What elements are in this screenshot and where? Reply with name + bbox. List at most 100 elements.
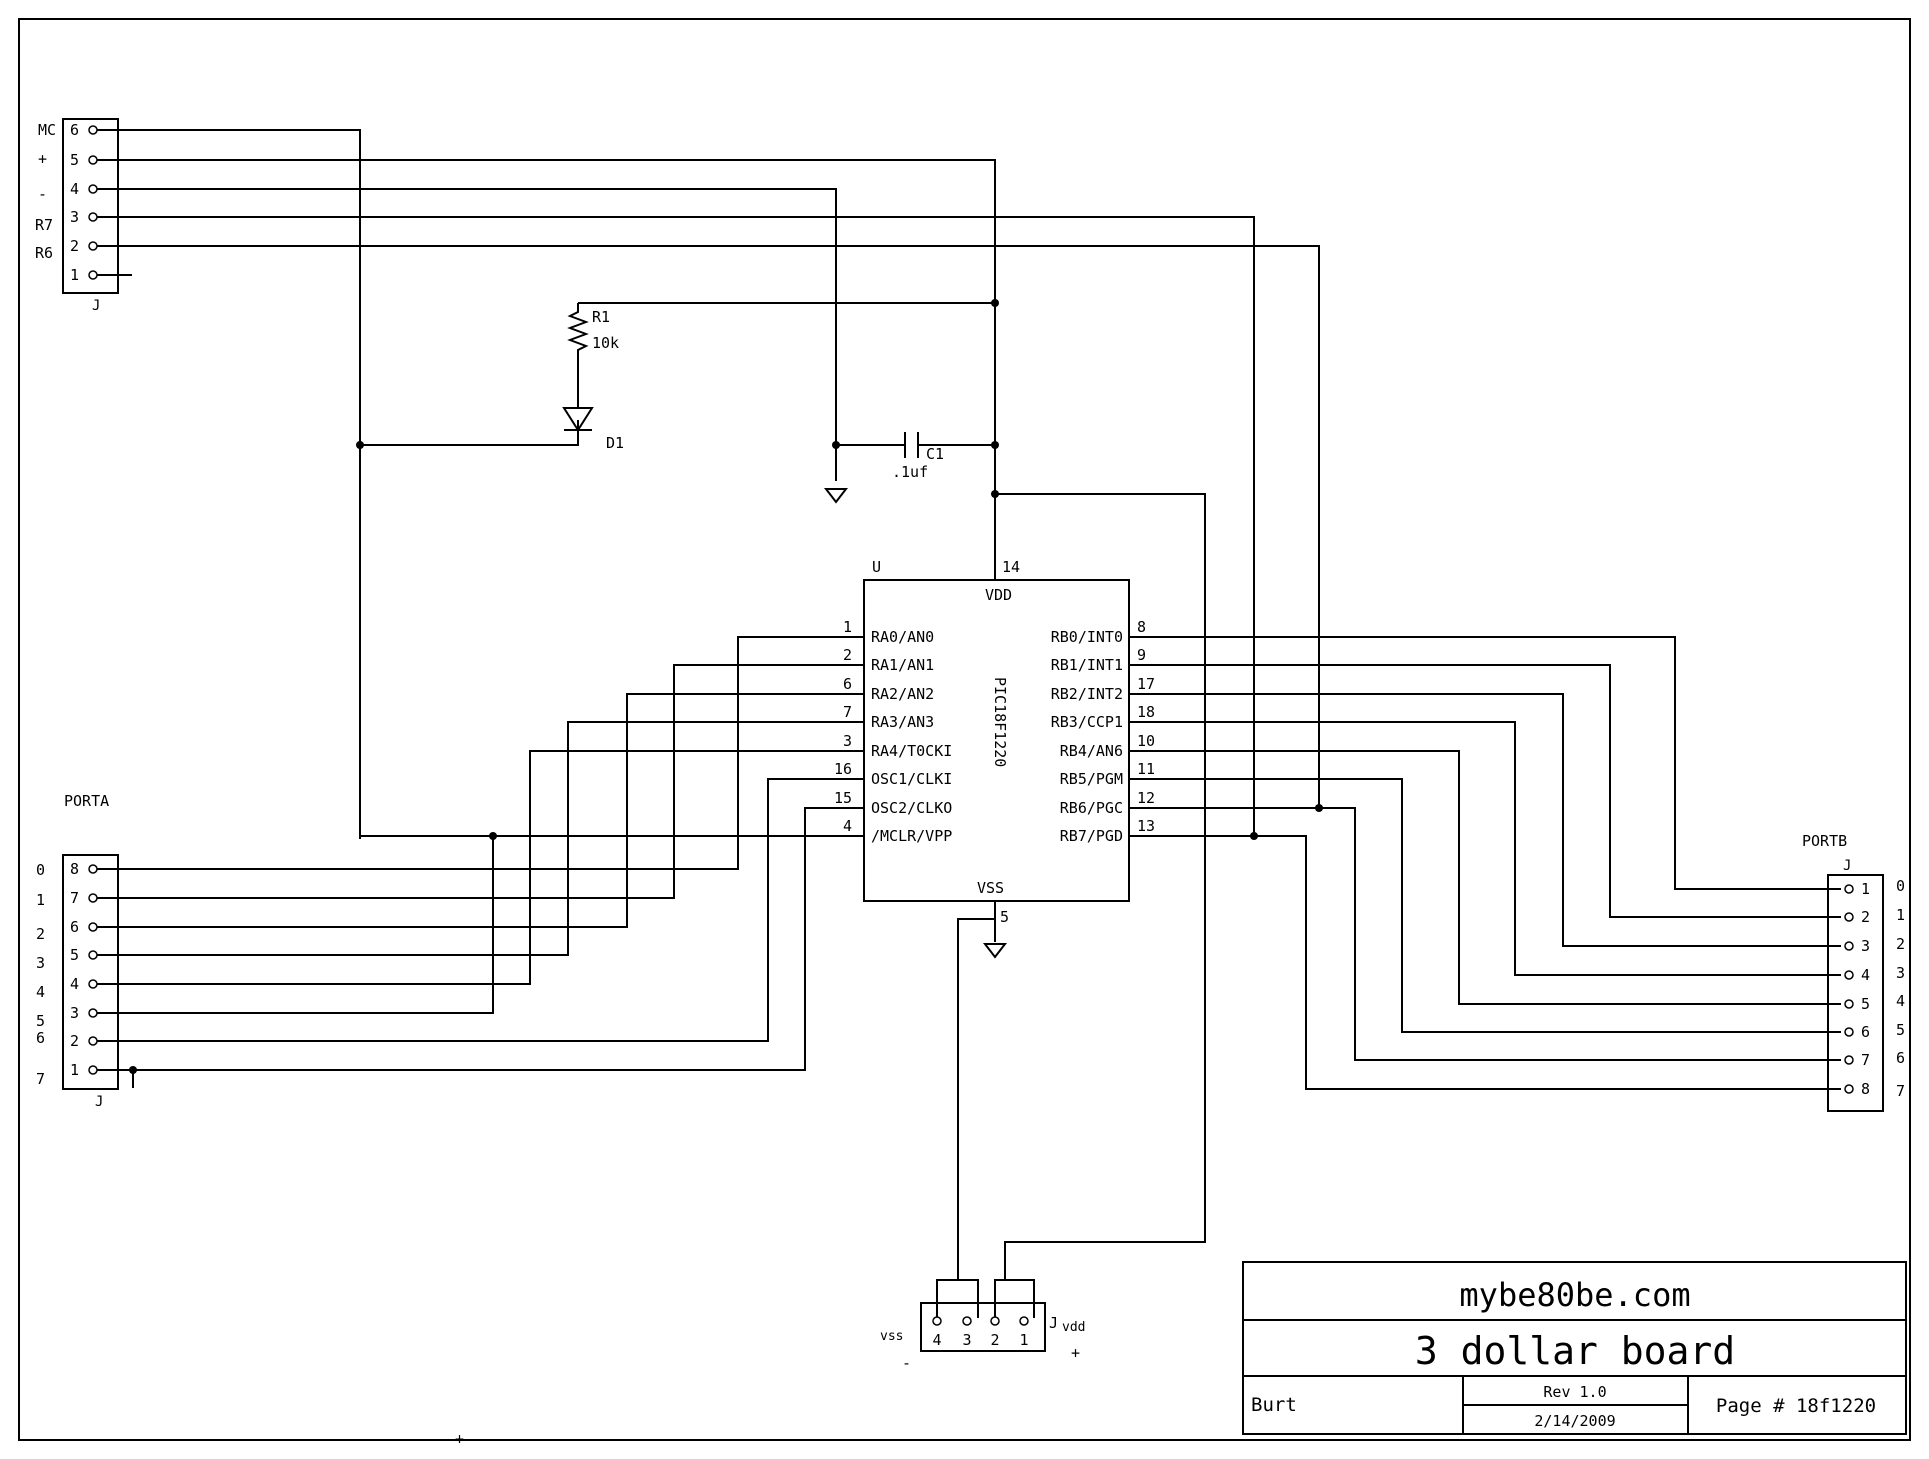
porta-bit-label: 2 <box>36 925 45 943</box>
ic-left-pin-number: 16 <box>834 760 852 778</box>
r1-resistor: R1 10k <box>567 303 619 408</box>
ic-right-pin-number: 17 <box>1137 675 1155 693</box>
ic-left-pin-name: RA0/AN0 <box>871 628 934 646</box>
portb-connector-ref: J <box>1843 858 1851 874</box>
top-wires <box>97 129 1320 1280</box>
ic-right-pin-name: RB3/CCP1 <box>1051 713 1123 731</box>
mc-pin-number: 6 <box>70 121 79 139</box>
ic-right-pin-number: 13 <box>1137 817 1155 835</box>
r1-value: 10k <box>592 334 619 352</box>
ic-right-pin-stubs <box>1129 636 1165 837</box>
vdd-pin-number: 14 <box>1002 558 1020 576</box>
portb-pin-number: 7 <box>1861 1051 1870 1069</box>
ic-left-pin-number: 6 <box>843 675 852 693</box>
power-plus-label: + <box>1071 1344 1080 1362</box>
porta-pin-number: 3 <box>70 1004 79 1022</box>
power-pin-number: 4 <box>932 1331 941 1349</box>
portb-bit-label: 7 <box>1896 1082 1905 1100</box>
portb-bit-label: 6 <box>1896 1049 1905 1067</box>
portb-bit-label: 5 <box>1896 1021 1905 1039</box>
r1-ref: R1 <box>592 308 610 326</box>
portb-bit-label: 2 <box>1896 935 1905 953</box>
junction-dots <box>129 299 1323 1074</box>
ic-ref: U <box>872 558 881 576</box>
porta-pin-number: 5 <box>70 946 79 964</box>
title-block-date: 2/14/2009 <box>1534 1412 1615 1430</box>
power-vss-label: vss <box>880 1329 903 1344</box>
portb-bit-label: 1 <box>1896 906 1905 924</box>
porta-pin-number: 2 <box>70 1032 79 1050</box>
c1-capacitor: C1 .1uf <box>892 432 944 481</box>
porta-bit-label: 0 <box>36 861 45 879</box>
mc-pin-number: 5 <box>70 151 79 169</box>
porta-bit-label: 6 <box>36 1029 45 1047</box>
porta-pin-number: 1 <box>70 1061 79 1079</box>
title-block-author: Burt <box>1251 1394 1297 1416</box>
ic-left-pin-number: 3 <box>843 732 852 750</box>
ic-left-pin-number: 15 <box>834 789 852 807</box>
portb-pin-number: 8 <box>1861 1080 1870 1098</box>
portb-pin-number: 3 <box>1861 937 1870 955</box>
porta-wires <box>97 636 828 1088</box>
title-block: mybe80be.com 3 dollar board Burt Rev 1.0… <box>1242 1261 1907 1435</box>
porta-bit-label: 4 <box>36 983 45 1001</box>
ic-left-pin-name: OSC2/CLKO <box>871 799 952 817</box>
portb-connector: PORTB J 1 2 3 4 5 6 7 8 0 1 2 3 4 5 6 7 <box>1802 832 1905 1112</box>
portb-bit-label: 4 <box>1896 992 1905 1010</box>
mc-signal-label: + <box>38 150 47 168</box>
portb-bit-label: 0 <box>1896 877 1905 895</box>
sheet-border <box>18 18 1911 1441</box>
vss-label: VSS <box>977 879 1004 897</box>
ic-right-pin-name: RB7/PGD <box>1060 827 1123 845</box>
porta-bit-label: 5 <box>36 1012 45 1030</box>
ic-left-pin-name: RA1/AN1 <box>871 656 934 674</box>
portb-pin-number: 6 <box>1861 1023 1870 1041</box>
ic-right-pin-name: RB1/INT1 <box>1051 656 1123 674</box>
ic-left-pin-number: 2 <box>843 646 852 664</box>
ic-left-pin-number: 4 <box>843 817 852 835</box>
porta-bit-label: 1 <box>36 891 45 909</box>
power-connector: 4 3 2 1 J vdd vss - + <box>880 1279 1085 1372</box>
vss-pin-number: 5 <box>1000 908 1009 926</box>
porta-pin-number: 8 <box>70 860 79 878</box>
porta-connector-ref: J <box>95 1094 103 1110</box>
porta-title: PORTA <box>64 792 109 810</box>
d1-diode: D1 <box>562 407 624 452</box>
mc-pin-number: 4 <box>70 180 79 198</box>
ic-right-pin-number: 11 <box>1137 760 1155 778</box>
mc-pin-number: 2 <box>70 237 79 255</box>
power-vdd-label: vdd <box>1062 1320 1085 1335</box>
title-block-site: mybe80be.com <box>1459 1276 1690 1314</box>
mc-connector-ref: J <box>92 298 100 314</box>
pic18f1220-chip: U 14 VDD VSS 5 PIC18F1220 1 2 6 <box>828 558 1165 926</box>
power-minus-label: - <box>902 1354 911 1372</box>
title-block-page: Page # 18f1220 <box>1716 1395 1876 1417</box>
ic-left-pin-name: OSC1/CLKI <box>871 770 952 788</box>
title-block-rev: Rev 1.0 <box>1543 1383 1606 1401</box>
portb-wires <box>1165 636 1841 1090</box>
power-pin-number: 1 <box>1019 1331 1028 1349</box>
ic-left-pin-name: RA3/AN3 <box>871 713 934 731</box>
c1-value: .1uf <box>892 463 928 481</box>
ic-right-pin-number: 12 <box>1137 789 1155 807</box>
mc-signal-label: R7 <box>35 216 53 234</box>
mc-signal-label: R6 <box>35 244 53 262</box>
mc-signal-label: - <box>38 185 47 203</box>
portb-title: PORTB <box>1802 832 1847 850</box>
mc-signal-label: MC <box>38 121 56 139</box>
portb-pin-number: 2 <box>1861 908 1870 926</box>
mc-pin-number: 1 <box>70 266 79 284</box>
ic-right-pin-number: 18 <box>1137 703 1155 721</box>
power-pin-number: 2 <box>990 1331 999 1349</box>
porta-pin-number: 7 <box>70 889 79 907</box>
ic-right-pin-number: 10 <box>1137 732 1155 750</box>
ic-right-pin-name: RB2/INT2 <box>1051 685 1123 703</box>
vdd-label: VDD <box>985 586 1012 604</box>
portb-pin-number: 1 <box>1861 880 1870 898</box>
ic-right-pin-number: 8 <box>1137 618 1146 636</box>
c1-ref: C1 <box>926 445 944 463</box>
title-block-title: 3 dollar board <box>1415 1329 1735 1373</box>
ic-right-pin-number: 9 <box>1137 646 1146 664</box>
ic-left-pin-number: 1 <box>843 618 852 636</box>
